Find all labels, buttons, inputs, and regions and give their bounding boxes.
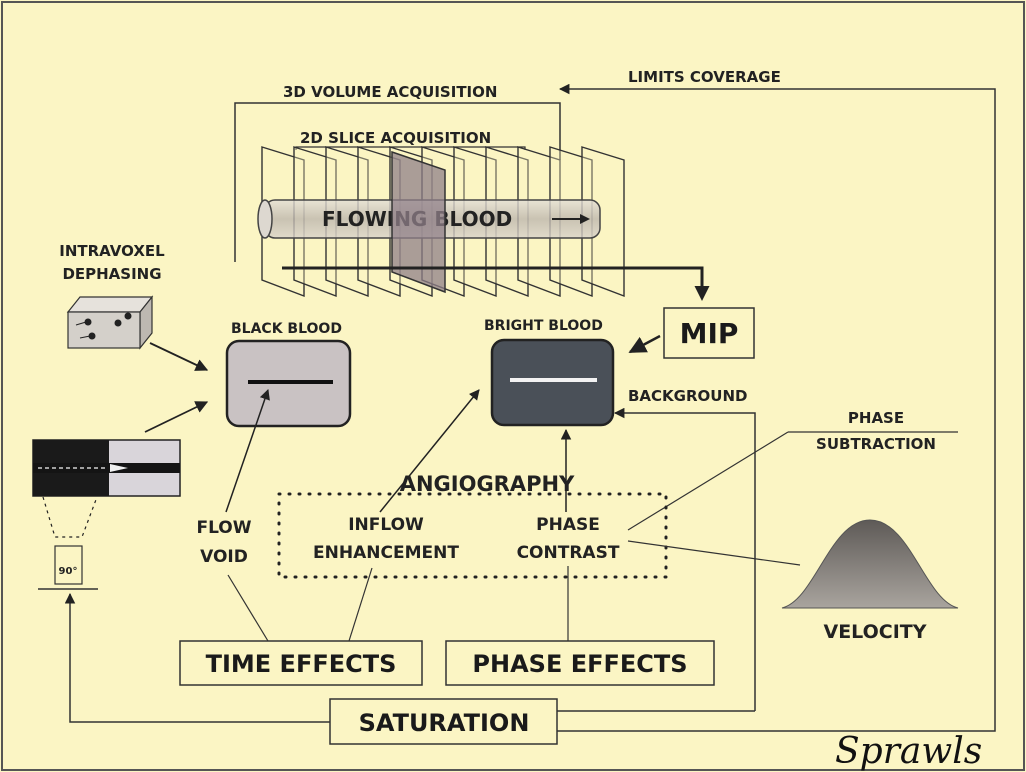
time-to-flow-void-line — [227, 574, 269, 642]
black-blood-label: BLACK BLOOD — [231, 321, 342, 337]
phase-effects-box — [445, 640, 715, 686]
projection-arrow — [282, 266, 710, 301]
velocity-curve-icon — [781, 519, 959, 609]
selected-slice — [391, 150, 446, 294]
flow-void-label-2: VOID — [200, 547, 248, 567]
dephasing-arrow — [149, 342, 209, 371]
inflow-label-2: ENHANCEMENT — [313, 543, 459, 563]
flow-void-arrow — [225, 389, 270, 513]
angiography-label: ANGIOGRAPHY — [400, 472, 575, 496]
limits-coverage-label: LIMITS COVERAGE — [628, 68, 781, 86]
volume-3d-bracket — [234, 102, 561, 262]
velocity-connector — [627, 540, 801, 566]
volume-3d-label: 3D VOLUME ACQUISITION — [283, 83, 497, 101]
saturation-to-ninety-arrow — [64, 592, 330, 723]
phase-subtraction-connector — [627, 431, 789, 531]
saturation-box — [329, 698, 558, 745]
background-label: BACKGROUND — [628, 387, 747, 405]
time-to-inflow-line — [348, 567, 373, 642]
time-effects-label: TIME EFFECTS — [206, 650, 397, 678]
time-effects-box — [179, 640, 423, 686]
flow-void-label-1: FLOW — [196, 518, 251, 538]
signature: Sprawls — [835, 731, 982, 772]
vessel-to-black-arrow — [144, 401, 209, 433]
phase-effects-label: PHASE EFFECTS — [472, 650, 687, 678]
phase-subtraction-label-2: SUBTRACTION — [816, 435, 936, 453]
mip-box — [663, 307, 755, 359]
intravoxel-label-2: DEPHASING — [62, 265, 161, 283]
saturation-label: SATURATION — [359, 709, 530, 737]
limits-coverage-arrow — [557, 83, 996, 732]
slice-2d-label: 2D SLICE ACQUISITION — [300, 129, 491, 147]
background-arrow — [613, 407, 756, 711]
cube-icon — [66, 295, 154, 350]
bright-blood-label: BRIGHT BLOOD — [484, 318, 603, 334]
intravoxel-label-1: INTRAVOXEL — [59, 242, 165, 260]
ninety-label: 90° — [59, 566, 78, 577]
phase-contrast-label-2: CONTRAST — [517, 543, 620, 563]
inflow-label-1: INFLOW — [348, 515, 424, 535]
ninety-projection-lines — [42, 496, 98, 538]
bright-blood-box — [490, 338, 615, 427]
ninety-pulse-box — [54, 545, 83, 585]
angiography-box — [277, 492, 668, 579]
inflow-arrow — [379, 389, 480, 513]
velocity-label: VELOCITY — [824, 621, 927, 643]
mip-to-bright-arrow — [628, 334, 661, 354]
mip-label: MIP — [680, 317, 739, 350]
vessel-icon — [32, 439, 181, 497]
phase-subtraction-label-1: PHASE — [848, 409, 904, 427]
phase-contrast-label-1: PHASE — [536, 515, 600, 535]
